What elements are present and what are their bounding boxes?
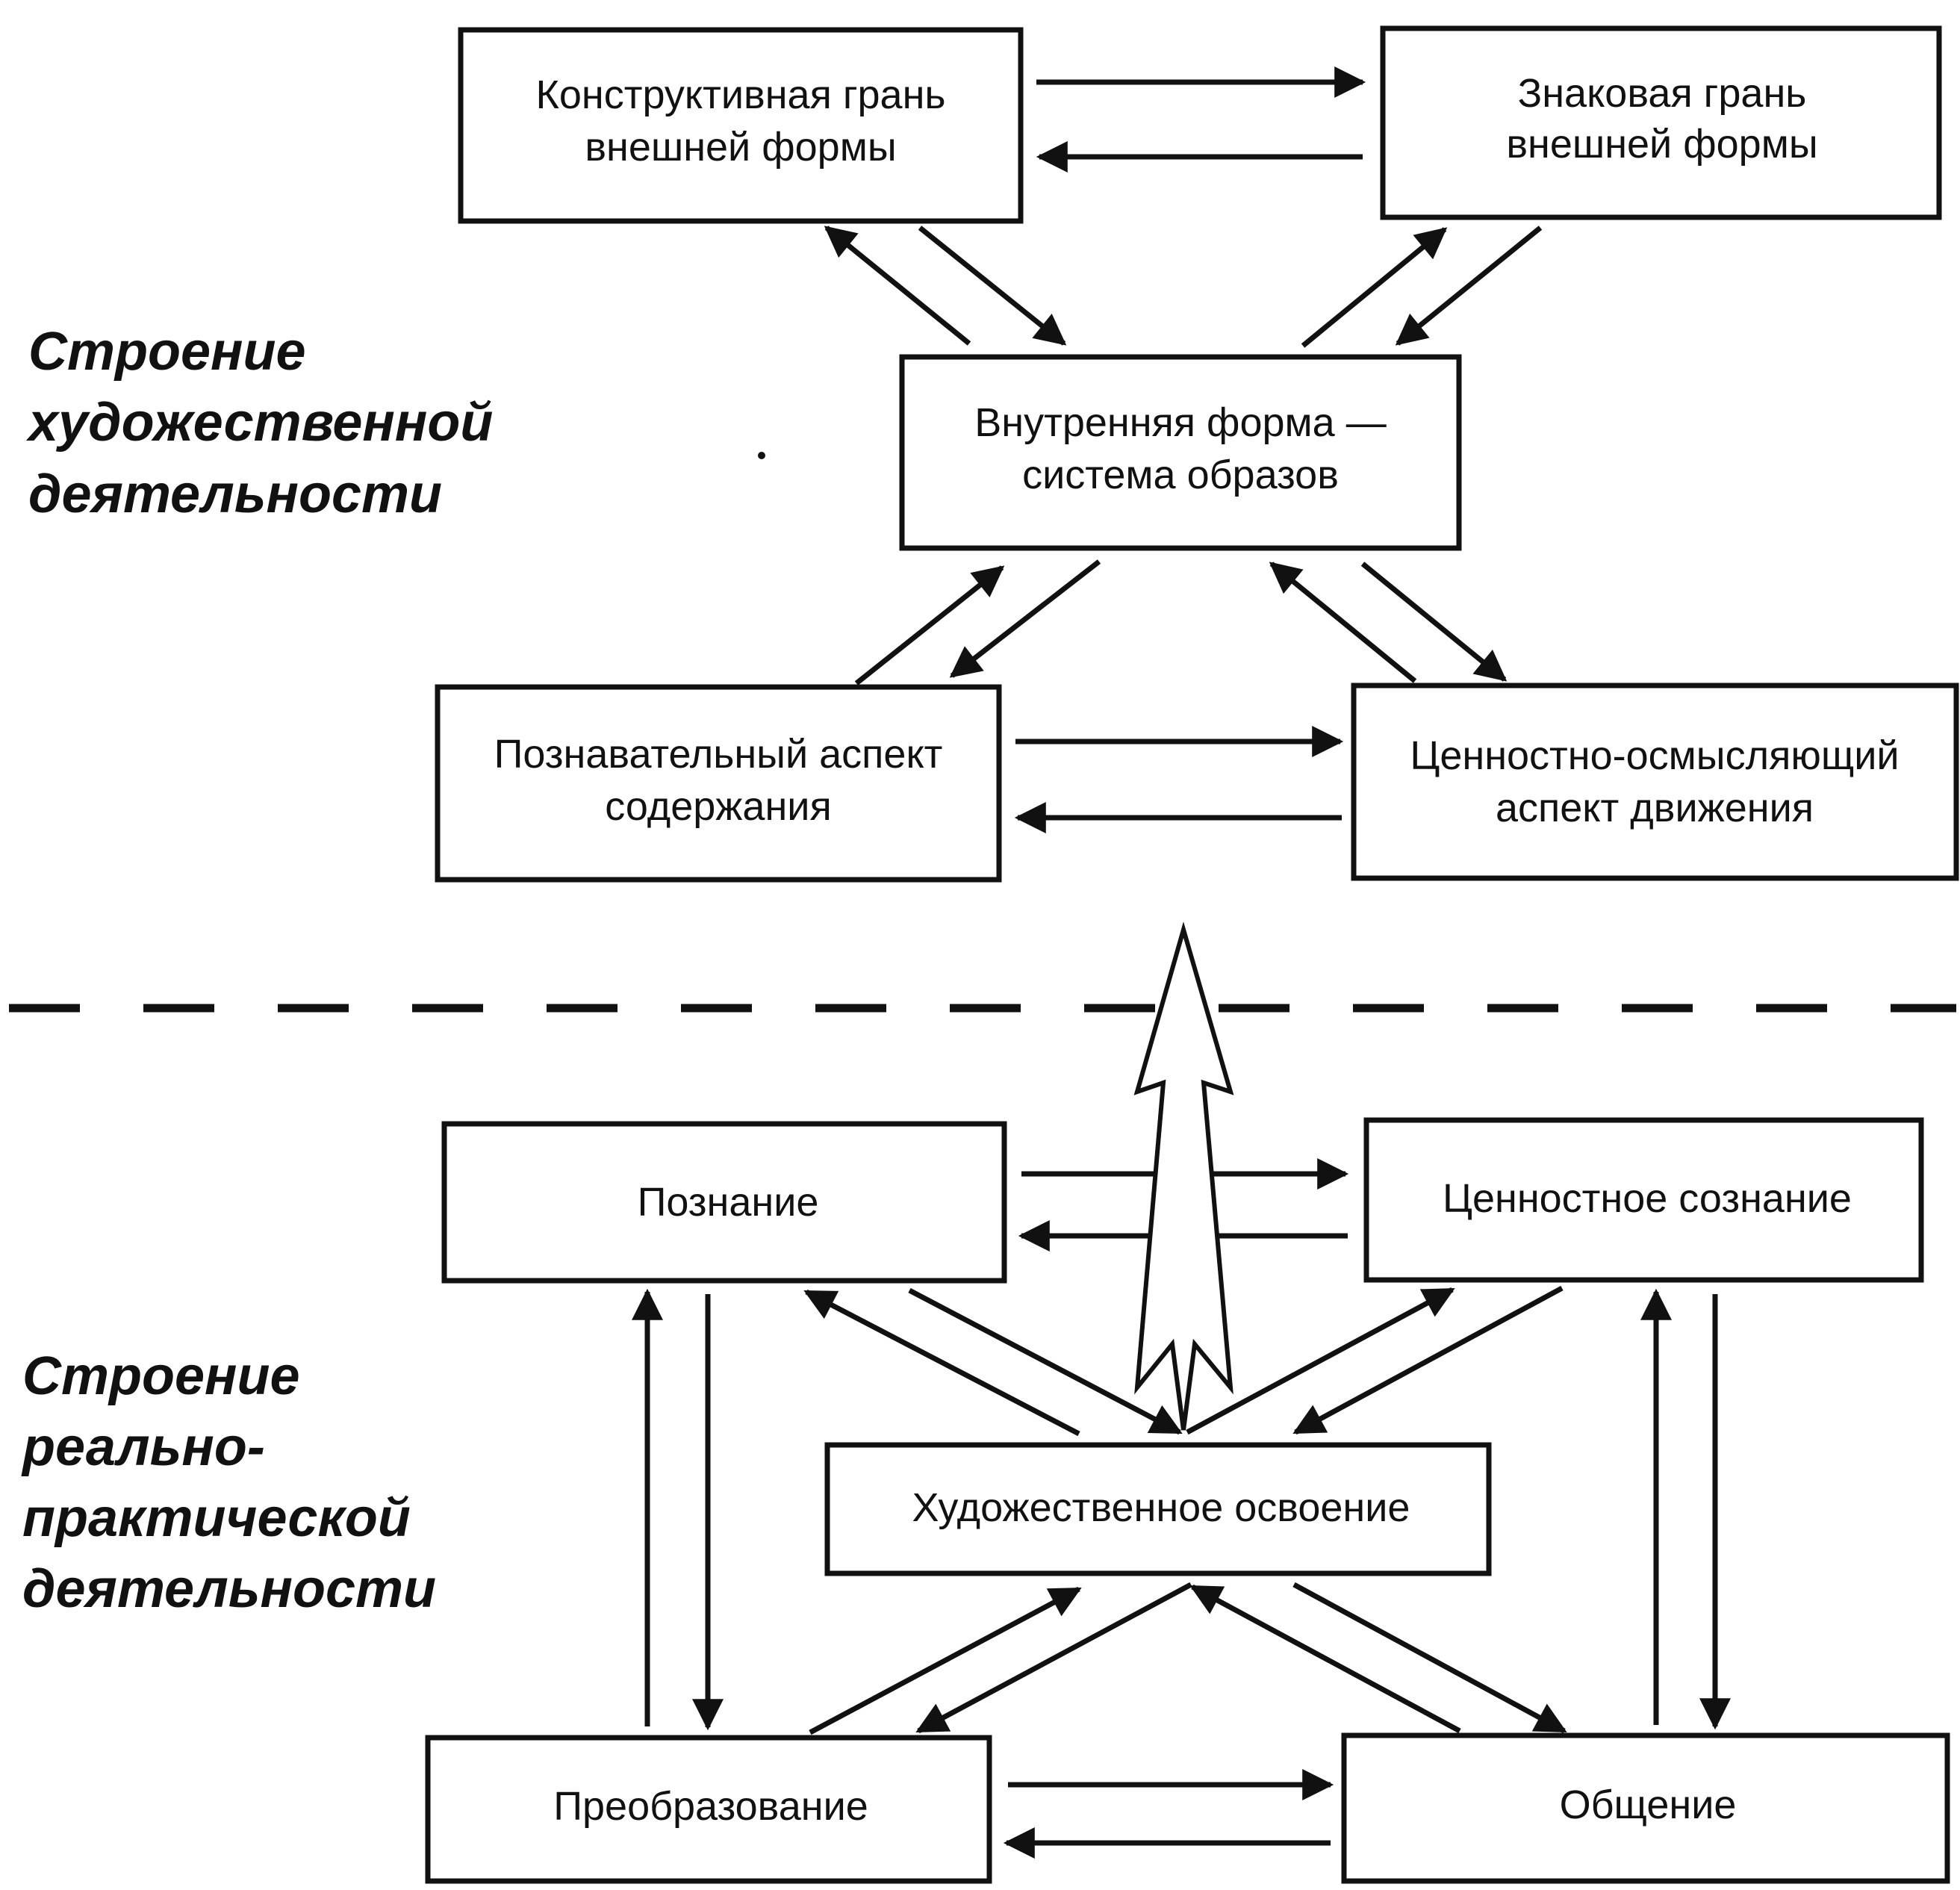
upper-section-label: Строение художественной деятельности (25, 322, 493, 524)
artistic-mastering-label: Художественное освоение (912, 1485, 1410, 1530)
value-consciousness-label: Ценностное сознание (1443, 1176, 1852, 1221)
communication-label: Общение (1560, 1782, 1737, 1827)
value-aspect-line-1: Ценностно-осмысляющий (1410, 733, 1899, 778)
value-aspect-line-2: аспект движения (1496, 786, 1814, 830)
stray-dot (758, 452, 765, 459)
lower-label-line-2: реально- (21, 1417, 265, 1477)
lower-label-line-1: Строение (22, 1346, 300, 1406)
box-value-consciousness: Ценностное сознание (1363, 1117, 1924, 1283)
arrow-value-to-inner (1269, 562, 1417, 683)
upper-label-line-1: Строение (28, 322, 306, 382)
cognition-label: Познание (638, 1180, 819, 1225)
lower-label-line-3: практической (22, 1488, 411, 1548)
box-value-aspect: Ценностно-осмысляющий аспект движения (1351, 683, 1959, 881)
lower-section-label: Строение реально- практической деятельно… (21, 1346, 436, 1619)
inner-form-line-2: система образов (1022, 453, 1339, 497)
arrow-inner-to-cognitive (949, 559, 1101, 678)
box-communication: Общение (1341, 1732, 1950, 1884)
box-constructive-facet: Конструктивная грань внешней формы (458, 27, 1024, 224)
cognitive-line-2: содержания (605, 784, 831, 829)
arrow-inner-to-value (1360, 562, 1508, 682)
arrow-value-to-artistic (1292, 1285, 1564, 1435)
cognitive-line-1: Познавательный аспект (494, 732, 943, 777)
upper-arrows (824, 66, 1543, 833)
constructive-line-1: Конструктивная грань (535, 72, 945, 117)
arrow-sign-to-inner (1395, 226, 1543, 346)
arrow-transformation-to-artistic (809, 1586, 1082, 1735)
lower-label-line-4: деятельности (22, 1559, 436, 1619)
arrow-constructive-to-inner (918, 226, 1067, 346)
box-cognitive-aspect: Познавательный аспект содержания (435, 684, 1002, 883)
arrow-artistic-to-cognition (803, 1289, 1080, 1437)
box-sign-facet: Знаковая грань внешней формы (1380, 25, 1942, 220)
box-cognition: Познание (441, 1121, 1007, 1284)
sign-line-1: Знаковая грань (1518, 71, 1807, 116)
sign-line-2: внешней формы (1506, 122, 1817, 167)
arrow-inner-to-constructive (824, 226, 971, 346)
inner-form-line-1: Внутренняя форма — (974, 400, 1386, 445)
arrow-artistic-to-communication (1292, 1582, 1567, 1734)
constructive-line-2: внешней формы (585, 125, 896, 170)
arrow-artistic-to-value (1186, 1287, 1455, 1435)
arrow-cognitive-to-inner (854, 565, 1005, 686)
arrow-inner-to-sign (1301, 227, 1448, 348)
transformation-label: Преобразование (553, 1784, 868, 1829)
upper-label-line-3: деятельности (28, 464, 442, 524)
arrow-communication-to-artistic (1189, 1584, 1461, 1734)
box-artistic-mastering: Художественное освоение (824, 1442, 1492, 1576)
big-hollow-up-arrow (1133, 921, 1234, 1431)
upper-label-line-2: художественной (25, 393, 493, 453)
box-transformation: Преобразование (425, 1735, 992, 1884)
arrow-cognition-to-artistic (908, 1287, 1183, 1435)
lower-arrows (632, 1158, 1731, 1859)
box-inner-form: Внутренняя форма — система образов (899, 354, 1462, 551)
arrow-artistic-to-transformation (915, 1582, 1192, 1734)
